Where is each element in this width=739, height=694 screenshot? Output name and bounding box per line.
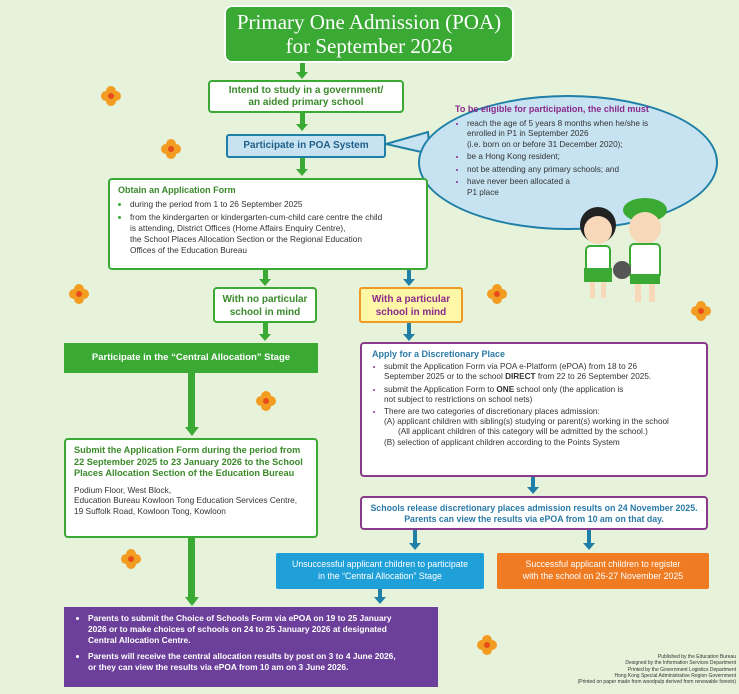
children-illustration <box>580 198 667 302</box>
credit-line: Printed by the Government Logistics Depa… <box>627 666 736 673</box>
submit-heading: Submit the Application Form during the p… <box>74 445 303 478</box>
flow-arrowhead <box>296 124 308 131</box>
final-item: Parents to submit the Choice of Schools … <box>88 613 428 646</box>
no-particular-line-1: With no particular <box>222 294 308 305</box>
flow-arrowhead <box>409 543 421 550</box>
flow-arrow <box>300 158 305 170</box>
title-line-1: Primary One Admission (POA) <box>236 10 502 34</box>
flow-arrow <box>587 530 591 544</box>
no-particular-box: With no particular school in mind <box>213 287 317 323</box>
apply-item: submit the Application Form to ONE schoo… <box>384 385 696 405</box>
unsuccessful-line-2: in the “Central Allocation” Stage <box>318 570 442 581</box>
submit-form-box: Submit the Application Form during the p… <box>64 438 318 538</box>
flow-arrow <box>413 530 417 544</box>
release-line-1: Schools release discretionary places adm… <box>370 503 698 513</box>
obtain-heading: Obtain an Application Form <box>118 185 236 195</box>
eligibility-item: reach the age of 5 years 8 months when h… <box>467 119 695 151</box>
eligibility-heading: To be eligible for participation, the ch… <box>455 104 649 114</box>
intend-line-2: an aided primary school <box>248 97 364 108</box>
flower-icon <box>161 139 181 159</box>
submit-address: Podium Floor, West Block,Education Burea… <box>74 484 298 516</box>
results-release-box: Schools release discretionary places adm… <box>360 496 708 530</box>
central-allocation-bar: Participate in the “Central Allocation” … <box>64 343 318 373</box>
credit-line: (Printed on paper made from woodpulp der… <box>577 679 736 686</box>
flow-arrowhead <box>296 169 308 176</box>
intend-line-1: Intend to study in a government/ <box>228 85 384 96</box>
credit-line: Published by the Education Bureau <box>657 654 736 660</box>
credit-line: Designed by the Information Services Dep… <box>625 660 736 667</box>
apply-heading: Apply for a Discretionary Place <box>372 349 506 359</box>
obtain-item: during the period from 1 to 26 September… <box>130 199 418 210</box>
with-particular-line-1: With a particular <box>371 294 451 305</box>
flower-icon <box>101 86 121 106</box>
flower-icon <box>69 284 89 304</box>
eligibility-bubble <box>418 95 718 230</box>
flow-arrow <box>378 589 382 598</box>
eligibility-text: To be eligible for participation, the ch… <box>455 104 695 200</box>
flow-arrowhead <box>403 279 415 286</box>
obtain-item: from the kindergarten or kindergarten-cu… <box>130 212 418 256</box>
eligibility-item: not be attending any primary schools; an… <box>467 165 695 176</box>
credits: Published by the Education Bureau Design… <box>540 654 736 685</box>
apply-item: There are two categories of discretionar… <box>384 407 696 448</box>
participate-box: Participate in POA System <box>226 134 386 158</box>
intend-box: Intend to study in a government/ an aide… <box>208 80 404 113</box>
unsuccessful-box: Unsuccessful applicant children to parti… <box>276 553 484 589</box>
final-steps-box: Parents to submit the Choice of Schools … <box>64 607 438 687</box>
flow-arrow <box>531 477 535 488</box>
with-particular-line-2: school in mind <box>375 307 447 318</box>
flow-arrowhead <box>374 597 386 604</box>
credit-line: Hong Kong Special Administrative Region … <box>614 672 736 679</box>
participate-label: Participate in POA System <box>243 140 369 151</box>
successful-box: Successful applicant children to registe… <box>497 553 709 589</box>
central-allocation-label: Participate in the “Central Allocation” … <box>91 352 291 363</box>
flow-arrowhead <box>185 597 199 606</box>
page-title: Primary One Admission (POA) for Septembe… <box>224 5 514 63</box>
flower-icon <box>691 301 711 321</box>
flow-arrow <box>300 63 305 73</box>
eligibility-item: have never been allocated aP1 place <box>467 177 695 198</box>
flow-arrowhead <box>259 279 271 286</box>
flower-icon <box>121 549 141 569</box>
flow-arrow <box>407 323 411 335</box>
successful-line-2: with the school on 26-27 November 2025 <box>522 570 684 581</box>
release-line-2: Parents can view the results via ePOA fr… <box>404 514 664 524</box>
flow-arrow <box>263 323 268 335</box>
discretionary-place-box: Apply for a Discretionary Place submit t… <box>360 342 708 477</box>
final-item: Parents will receive the central allocat… <box>88 651 428 673</box>
flower-icon <box>256 391 276 411</box>
flower-icon <box>477 635 497 655</box>
flow-arrowhead <box>259 334 271 341</box>
flow-arrowhead <box>583 543 595 550</box>
flow-arrowhead <box>185 427 199 436</box>
eligibility-item: be a Hong Kong resident; <box>467 152 695 163</box>
flow-arrowhead <box>296 72 308 79</box>
flow-arrow <box>407 270 411 280</box>
flow-arrow <box>263 270 268 280</box>
flower-icon <box>487 284 507 304</box>
obtain-form-box: Obtain an Application Form during the pe… <box>108 178 428 270</box>
no-particular-line-2: school in mind <box>229 307 301 318</box>
flow-arrow <box>188 373 195 428</box>
unsuccessful-line-1: Unsuccessful applicant children to parti… <box>291 559 469 569</box>
apply-item: submit the Application Form via POA e-Pl… <box>384 362 696 382</box>
title-line-2: for September 2026 <box>285 34 453 58</box>
successful-line-1: Successful applicant children to registe… <box>525 559 681 569</box>
flow-arrow <box>188 538 195 598</box>
with-particular-box: With a particular school in mind <box>359 287 463 323</box>
flow-arrow <box>300 113 305 125</box>
flow-arrowhead <box>527 487 539 494</box>
flow-arrowhead <box>403 334 415 341</box>
